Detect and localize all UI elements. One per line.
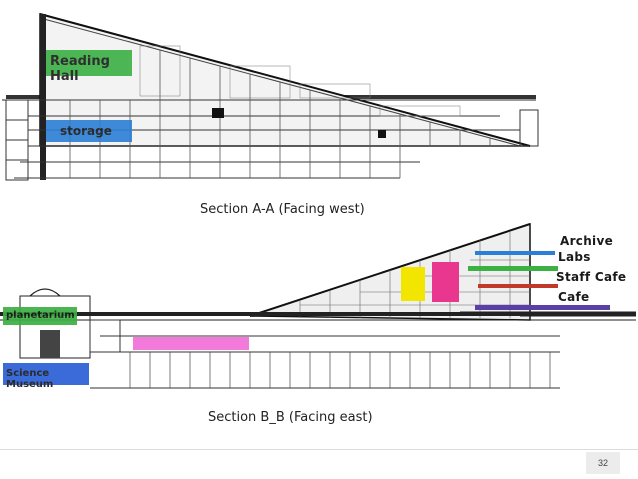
cafe-label: Cafe (558, 290, 590, 304)
science-museum-text: Science Museum (6, 368, 54, 390)
magenta-band (133, 337, 249, 350)
section-b-caption: Section B_B (Facing east) (208, 410, 373, 425)
labs-line (468, 266, 558, 271)
archive-label: Archive (560, 234, 614, 248)
reading-hall-label: Reading Hall (46, 50, 132, 84)
labs-label: Labs (558, 250, 591, 264)
section-a-caption: Section A-A (Facing west) (200, 202, 365, 217)
staff-cafe-line (478, 284, 558, 288)
planetarium-text: planetarium (6, 310, 75, 321)
archive-line (475, 251, 555, 255)
staff-cafe-label: Staff Cafe (556, 270, 627, 284)
storage-label: storage (46, 120, 132, 142)
reading-hall-text: Reading Hall (50, 54, 110, 84)
cafe-line (475, 305, 610, 310)
planetarium-label: planetarium (3, 307, 77, 325)
storage-text: storage (60, 124, 112, 138)
footer-divider (0, 449, 638, 450)
science-museum-label: Science Museum (3, 363, 89, 390)
yellow-room (401, 267, 425, 301)
page-number: 32 (586, 452, 620, 474)
pink-room (432, 262, 459, 302)
